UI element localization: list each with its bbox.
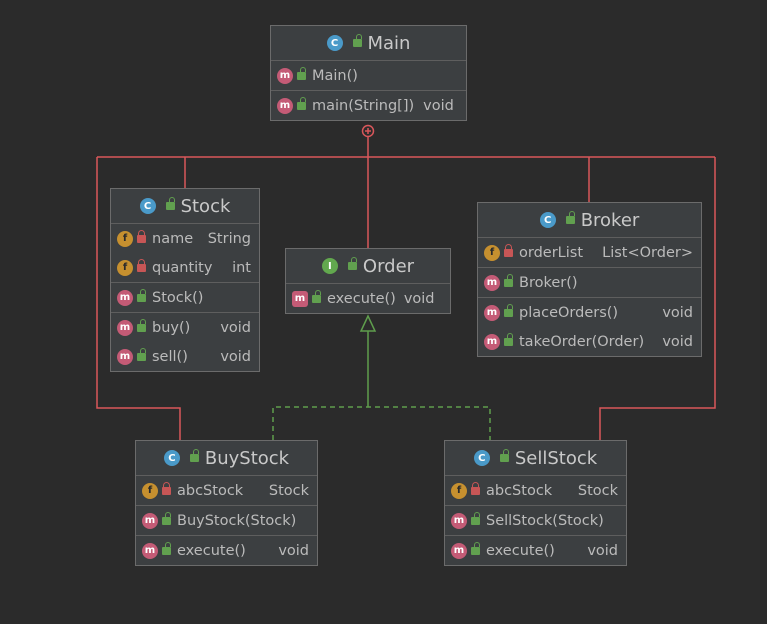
- interface-icon: I: [321, 258, 338, 274]
- field-icon: f: [484, 244, 500, 261]
- public-lock-icon: [297, 96, 306, 110]
- class-name: Main: [367, 32, 411, 54]
- public-lock-icon: [165, 197, 175, 210]
- method-icon: m: [142, 542, 158, 559]
- public-lock-icon: [504, 303, 513, 317]
- edge-main-sellstock: [599, 157, 716, 440]
- public-lock-icon: [499, 449, 509, 462]
- public-lock-icon: [297, 66, 306, 80]
- class-name: SellStock: [514, 447, 598, 469]
- method-icon: m: [117, 348, 133, 365]
- private-lock-icon: [504, 243, 513, 257]
- method-icon: m: [142, 512, 158, 529]
- private-lock-icon: [137, 229, 146, 243]
- abstract-method-icon: m: [292, 290, 308, 307]
- private-lock-icon: [137, 258, 146, 272]
- static-method-icon: m: [277, 97, 293, 114]
- field-icon: f: [451, 482, 467, 499]
- public-lock-icon: [471, 511, 480, 525]
- public-lock-icon: [565, 211, 575, 224]
- private-lock-icon: [471, 481, 480, 495]
- public-lock-icon: [347, 257, 357, 270]
- public-lock-icon: [471, 541, 480, 555]
- public-lock-icon: [162, 511, 171, 525]
- inner-class-edges: [96, 137, 716, 440]
- class-icon: C: [473, 450, 490, 466]
- class-icon: C: [326, 35, 343, 51]
- public-lock-icon: [137, 318, 146, 332]
- method-icon: m: [277, 67, 293, 84]
- public-lock-icon: [189, 449, 199, 462]
- implements-arrow-icon: [359, 314, 377, 332]
- method-icon: m: [484, 333, 500, 350]
- class-name: Broker: [580, 209, 640, 231]
- public-lock-icon: [162, 541, 171, 555]
- public-lock-icon: [504, 273, 513, 287]
- public-lock-icon: [137, 347, 146, 361]
- method-icon: m: [117, 319, 133, 336]
- method-icon: m: [484, 274, 500, 291]
- class-icon: C: [163, 450, 180, 466]
- class-icon: C: [539, 212, 556, 228]
- method-icon: m: [484, 304, 500, 321]
- field-icon: f: [142, 482, 158, 499]
- class-name: Order: [362, 255, 415, 277]
- public-lock-icon: [312, 289, 321, 303]
- field-icon: f: [117, 230, 133, 247]
- public-lock-icon: [352, 34, 362, 47]
- public-lock-icon: [137, 288, 146, 302]
- class-name: BuyStock: [204, 447, 290, 469]
- method-icon: m: [451, 542, 467, 559]
- private-lock-icon: [162, 481, 171, 495]
- edge-impl-bus: [272, 406, 491, 440]
- method-icon: m: [451, 512, 467, 529]
- class-name: Stock: [180, 195, 231, 217]
- edge-main-buystock: [96, 157, 181, 440]
- field-icon: f: [117, 259, 133, 276]
- method-icon: m: [117, 289, 133, 306]
- public-lock-icon: [504, 332, 513, 346]
- implements-edges: [272, 330, 491, 440]
- class-icon: C: [139, 198, 156, 214]
